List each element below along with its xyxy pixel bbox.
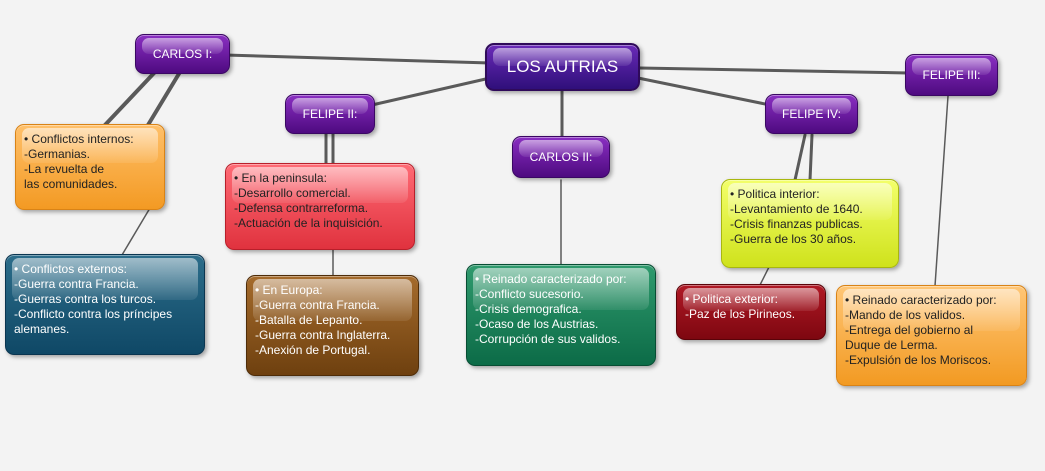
box-line: -Germanias. (24, 147, 91, 161)
box-line: -Defensa contrarreforma. (234, 201, 369, 215)
box-line: -La revuelta de (24, 162, 105, 176)
king-felipe4-label: FELIPE IV: (782, 107, 841, 121)
box-line: -Corrupción de sus validos. (475, 332, 621, 346)
link-carlos1-internos-b (146, 70, 182, 127)
box-line: las comunidades. (24, 177, 118, 191)
box-line: -Entrega del gobierno al (845, 323, 974, 337)
box-line: • Conflictos externos: (14, 262, 127, 276)
box-line: -Paz de los Pirineos. (685, 307, 796, 321)
link-carlos1-internos-a (103, 70, 157, 127)
root-node[interactable]: LOS AUTRIAS (485, 43, 640, 91)
king-felipe2-node[interactable]: FELIPE II: (285, 94, 375, 134)
box-line: -Ocaso de los Austrias. (475, 317, 599, 331)
box-line: • En Europa: (255, 283, 323, 297)
link-carlos1-externos (121, 207, 151, 256)
carlos1-internos-box[interactable]: • Conflictos internos: -Germanias. -La r… (15, 124, 165, 210)
root-label: LOS AUTRIAS (506, 57, 619, 76)
king-felipe2-label: FELIPE II: (302, 107, 358, 121)
box-line: -Actuación de la inquisición. (234, 216, 383, 230)
box-line: Duque de Lerma. (845, 338, 938, 352)
box-line: -Guerra contra Francia. (14, 277, 139, 291)
link-root-felipe2 (370, 76, 492, 107)
king-felipe4-node[interactable]: FELIPE IV: (765, 94, 858, 134)
king-carlos1-node[interactable]: CARLOS I: (135, 34, 230, 74)
king-felipe3-node[interactable]: FELIPE III: (905, 54, 998, 96)
carlos2-reinado-box[interactable]: • Reinado caracterizado por: -Conflicto … (466, 264, 656, 366)
link-felipe3-reinado (934, 95, 949, 287)
king-felipe3-label: FELIPE III: (922, 68, 981, 82)
box-line: -Guerra contra Francia. (255, 298, 380, 312)
box-line: • En la peninsula: (234, 171, 327, 185)
box-line: • Politica interior: (730, 187, 820, 201)
box-line: -Expulsión de los Moriscos. (845, 353, 992, 367)
box-line: • Conflictos internos: (24, 132, 134, 146)
box-line: -Levantamiento de 1640. (730, 202, 863, 216)
felipe2-europa-box[interactable]: • En Europa: -Guerra contra Francia. -Ba… (246, 275, 419, 376)
box-line: -Conflicto contra los príncipes (14, 307, 173, 321)
box-line: -Desarrollo comercial. (234, 186, 351, 200)
box-line: -Guerras contra los turcos. (14, 292, 157, 306)
felipe4-interior-box[interactable]: • Politica interior: -Levantamiento de 1… (721, 179, 899, 268)
box-line: -Mando de los validos. (845, 308, 966, 322)
link-root-felipe4 (636, 76, 772, 107)
link-felipe4-exterior (759, 264, 771, 286)
box-line: -Anexión de Portugal. (255, 343, 371, 357)
box-line: -Guerra contra Inglaterra. (255, 328, 391, 342)
box-line: • Reinado caracterizado por: (845, 293, 997, 307)
link-root-carlos1 (223, 53, 492, 65)
felipe3-reinado-box[interactable]: • Reinado caracterizado por: -Mando de l… (836, 285, 1027, 386)
link-felipe4-interior-b (808, 133, 814, 182)
link-felipe4-interior-a (793, 133, 807, 182)
link-root-felipe3 (638, 66, 910, 75)
box-line: -Batalla de Lepanto. (255, 313, 363, 327)
box-line: -Crisis finanzas publicas. (730, 217, 863, 231)
felipe2-peninsula-box[interactable]: • En la peninsula: -Desarrollo comercial… (225, 163, 415, 250)
felipe4-exterior-box[interactable]: • Politica exterior: -Paz de los Pirineo… (676, 284, 826, 340)
carlos1-externos-box[interactable]: • Conflictos externos: -Guerra contra Fr… (5, 254, 205, 355)
box-line: -Conflicto sucesorio. (475, 287, 584, 301)
box-line: • Reinado caracterizado por: (475, 272, 627, 286)
king-carlos1-label: CARLOS I: (152, 47, 213, 61)
box-line: • Politica exterior: (685, 292, 778, 306)
king-carlos2-node[interactable]: CARLOS II: (512, 136, 610, 178)
box-line: -Guerra de los 30 años. (730, 232, 857, 246)
box-line: -Crisis demografica. (475, 302, 582, 316)
box-line: alemanes. (14, 322, 70, 336)
king-carlos2-label: CARLOS II: (529, 150, 593, 164)
